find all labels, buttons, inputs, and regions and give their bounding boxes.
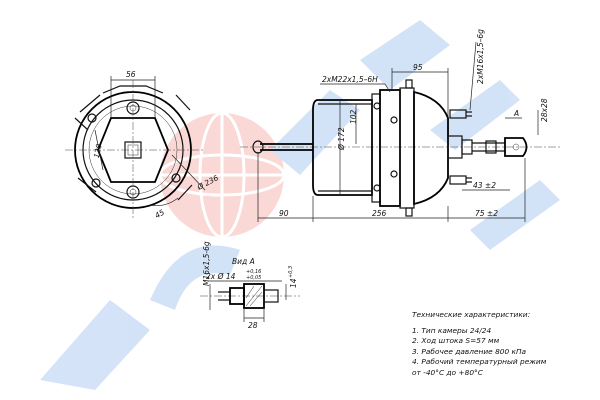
view-a-arrow: A xyxy=(513,109,519,118)
front-view: 56 120 Ø 236 45 xyxy=(65,70,220,220)
view-a-detail: Вид А М16х1,5-6g 2х Ø 14 +0,16 +0,05 14 … xyxy=(200,241,300,330)
side-view-dims: 95 2хМ22х1,5–6Н 102 Ø 172 2хМ16х1,5–6g A… xyxy=(257,29,549,222)
dim-mount-thread: 2хМ16х1,5–6g xyxy=(476,29,485,84)
dim-56: 56 xyxy=(126,70,136,79)
view-a-thread: М16х1,5-6g xyxy=(202,241,211,286)
tech-spec-item: 3. Рабочее давление 800 кПа xyxy=(412,346,527,356)
view-a-depth: 14 xyxy=(289,278,298,288)
dim-172: Ø 172 xyxy=(337,127,346,151)
dim-28x28: 28x28 xyxy=(540,98,549,122)
dim-43: 43 ±2 xyxy=(473,181,496,190)
tech-spec-item: 1. Тип камеры 24/24 xyxy=(412,325,492,335)
dim-port-thread: 2хМ22х1,5–6Н xyxy=(322,75,378,84)
dim-45: 45 xyxy=(153,208,166,221)
dim-256: 256 xyxy=(372,209,387,218)
view-a-pin-tol-upper: +0,16 xyxy=(246,269,261,275)
view-a-title: Вид А xyxy=(232,257,255,266)
dim-90: 90 xyxy=(279,209,289,218)
watermark-letters xyxy=(40,20,560,390)
dim-120: 120 xyxy=(92,143,104,159)
mounting-studs xyxy=(449,109,472,185)
view-a-width: 28 xyxy=(248,321,258,330)
tech-spec-item: 4. Рабочий температурный режим xyxy=(412,357,547,367)
tech-specs-title: Технические характеристики: xyxy=(412,310,531,319)
tech-spec-item: 2. Ход штока S=57 мм xyxy=(412,336,500,346)
tech-specs: Технические характеристики: 1. Тип камер… xyxy=(412,310,597,379)
view-a-pin: 2х Ø 14 xyxy=(206,272,236,281)
dim-75: 75 ±2 xyxy=(475,209,498,218)
dim-95: 95 xyxy=(413,63,423,72)
view-a-depth-tol: +0,3 xyxy=(288,266,294,278)
tech-spec-item: от -40°С до +80°С xyxy=(412,367,483,377)
dim-102: 102 xyxy=(349,109,358,124)
side-view: 95 2хМ22х1,5–6Н 102 Ø 172 2хМ16х1,5–6g A… xyxy=(240,29,560,222)
view-a-pin-tol-lower: +0,05 xyxy=(246,275,261,281)
